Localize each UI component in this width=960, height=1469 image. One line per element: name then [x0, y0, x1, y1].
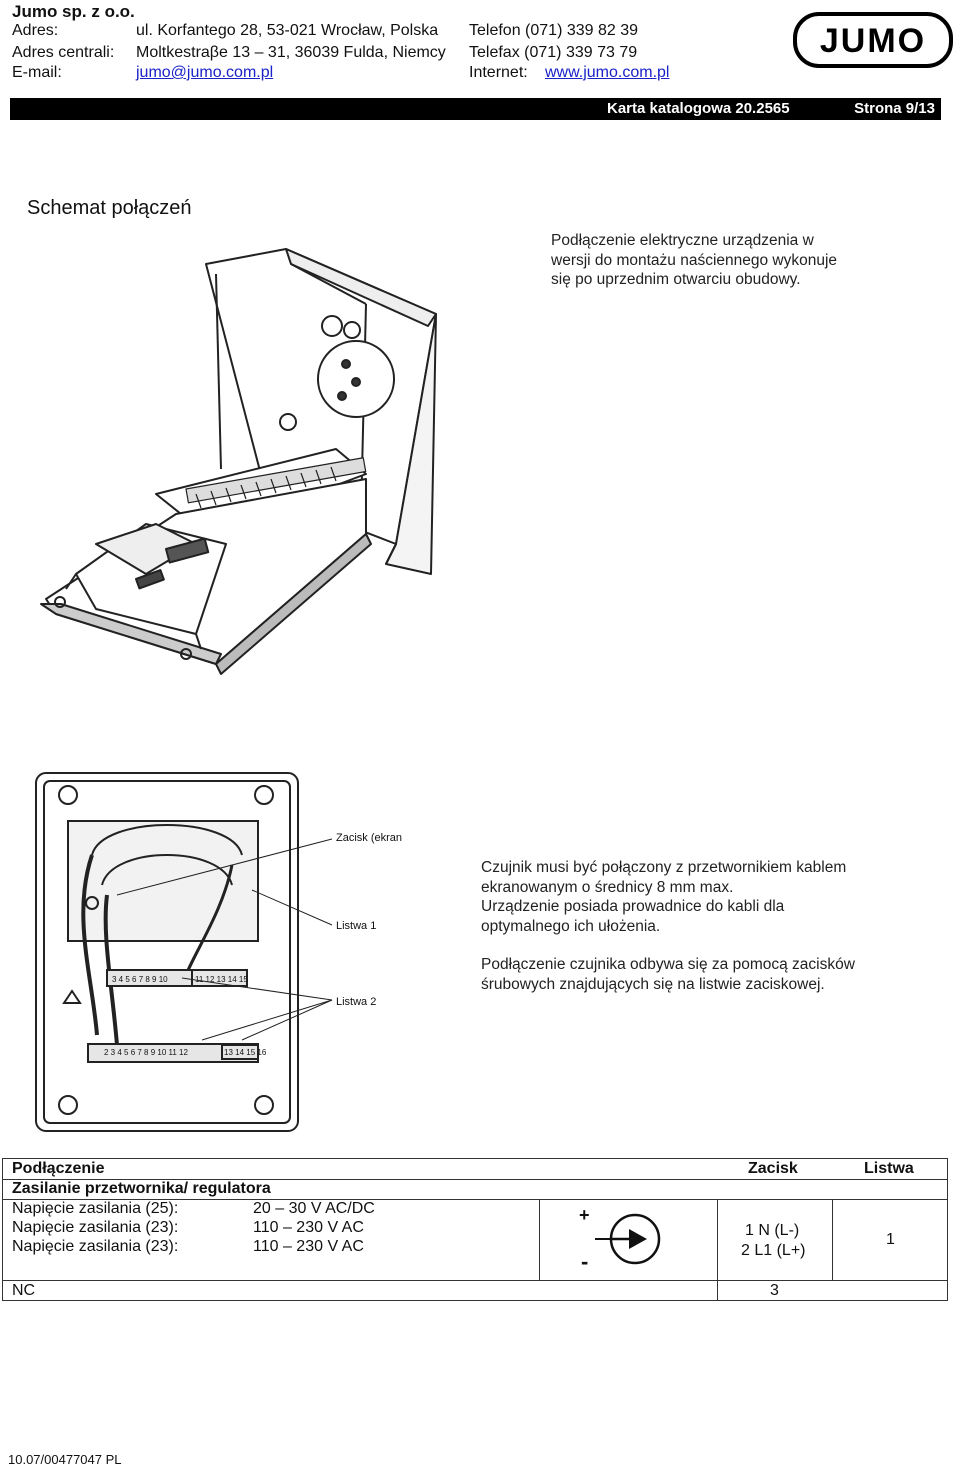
logo-text: JUMO	[820, 22, 926, 60]
hq-value: Moltkestraβe 13 – 31, 36039 Fulda, Niemc…	[136, 44, 446, 61]
table-divider	[3, 1280, 947, 1281]
phone: Telefon (071) 339 82 39	[469, 22, 639, 39]
label-strip-1: Listwa 1	[336, 920, 376, 932]
table-divider	[717, 1199, 718, 1300]
strip2-numbers: 2 3 4 5 6 7 8 9 10 11 12	[104, 1048, 188, 1057]
email-row: E-mail: jumo@jumo.com.pl Internet: www.j…	[12, 64, 792, 84]
address-row: Adres: ul. Korfantego 28, 53-021 Wrocław…	[12, 22, 792, 42]
header-strip: Listwa	[864, 1160, 914, 1177]
minus-sign: -	[581, 1249, 588, 1274]
table-divider	[539, 1199, 540, 1280]
intro-paragraph: Podłączenie elektryczne urządzenia w wer…	[551, 231, 837, 290]
terminal-neutral: 1 N (L-)	[745, 1222, 800, 1239]
catalog-number: Karta katalogowa 20.2565	[607, 100, 790, 117]
intro-line: wersji do montażu naściennego wykonuje	[551, 251, 838, 269]
email-link[interactable]: jumo@jumo.com.pl	[136, 64, 274, 81]
connection-line: Podłączenie czujnika odbywa się za pomoc…	[481, 956, 855, 973]
supply-label: Napięcie zasilania (25):	[12, 1200, 179, 1217]
supply-label: Napięcie zasilania (23):	[12, 1238, 179, 1255]
address-label: Adres:	[12, 22, 59, 39]
terminal-live: 2 L1 (L+)	[741, 1242, 806, 1259]
sensor-line: Czujnik musi być połączony z przetwornik…	[481, 859, 847, 876]
label-screen-terminal: Zacisk (ekran)	[336, 832, 402, 844]
website-link[interactable]: www.jumo.com.pl	[545, 64, 670, 81]
strip-number: 1	[886, 1231, 895, 1248]
intro-line: Podłączenie elektryczne urządzenia w	[551, 232, 814, 249]
email-label: E-mail:	[12, 64, 62, 81]
catalog-bar: Karta katalogowa 20.2565 Strona 9/13	[10, 98, 941, 120]
sensor-line: optymalnego ich ułożenia.	[481, 917, 661, 935]
housing-drawing	[40, 248, 437, 675]
group-title: Zasilanie przetwornika/ regulatora	[12, 1180, 271, 1197]
supply-value: 20 – 30 V AC/DC	[253, 1200, 375, 1217]
fax: Telefax (071) 339 73 79	[469, 44, 638, 61]
sensor-paragraph: Czujnik musi być połączony z przetwornik…	[481, 858, 846, 936]
header-connection: Podłączenie	[12, 1160, 105, 1177]
address-value: ul. Korfantego 28, 53-021 Wrocław, Polsk…	[136, 22, 439, 39]
connection-line: śrubowych znajdujących się na listwie za…	[481, 975, 825, 993]
plus-sign: +	[579, 1205, 590, 1225]
strip1-numbers-b: 11 12 13 14 15	[195, 975, 248, 984]
supply-label: Napięcie zasilania (23):	[12, 1219, 179, 1236]
hq-label: Adres centrali:	[12, 44, 115, 61]
terminal-view-drawing: 3 4 5 6 7 8 9 10 11 12 13 14 15 2 3 4 5 …	[35, 772, 402, 1132]
page-number: Strona 9/13	[854, 100, 935, 117]
table-divider	[3, 1199, 947, 1200]
hq-address-row: Adres centrali: Moltkestraβe 13 – 31, 36…	[12, 44, 792, 64]
supply-value: 110 – 230 V AC	[253, 1238, 364, 1255]
connection-paragraph: Podłączenie czujnika odbywa się za pomoc…	[481, 955, 855, 994]
strip2-numbers-b: 13 14 15 16	[224, 1048, 267, 1057]
jumo-logo: JUMO	[793, 12, 953, 68]
table-divider	[832, 1199, 833, 1280]
company-name: Jumo sp. z o.o.	[12, 2, 135, 21]
internet-label: Internet:	[469, 64, 528, 81]
nc-terminal: 3	[770, 1282, 779, 1299]
nc-label: NC	[12, 1282, 36, 1299]
strip1-numbers: 3 4 5 6 7 8 9 10	[112, 975, 168, 984]
supply-value: 110 – 230 V AC	[253, 1219, 364, 1236]
connection-table: Podłączenie Zacisk Listwa Zasilanie prze…	[2, 1158, 948, 1301]
intro-line: się po uprzednim otwarciu obudowy.	[551, 271, 801, 288]
table-divider	[3, 1179, 947, 1180]
power-supply-symbol-icon: + -	[579, 1205, 661, 1274]
sensor-line: Urządzenie posiada prowadnice do kabli d…	[481, 898, 785, 915]
label-strip-2: Listwa 2	[336, 996, 376, 1008]
section-title: Schemat połączeń	[27, 197, 192, 219]
sensor-line: ekranowanym o średnicy 8 mm max.	[481, 878, 734, 896]
header-terminal: Zacisk	[748, 1160, 798, 1177]
document-code: 10.07/00477047 PL	[8, 1452, 122, 1467]
